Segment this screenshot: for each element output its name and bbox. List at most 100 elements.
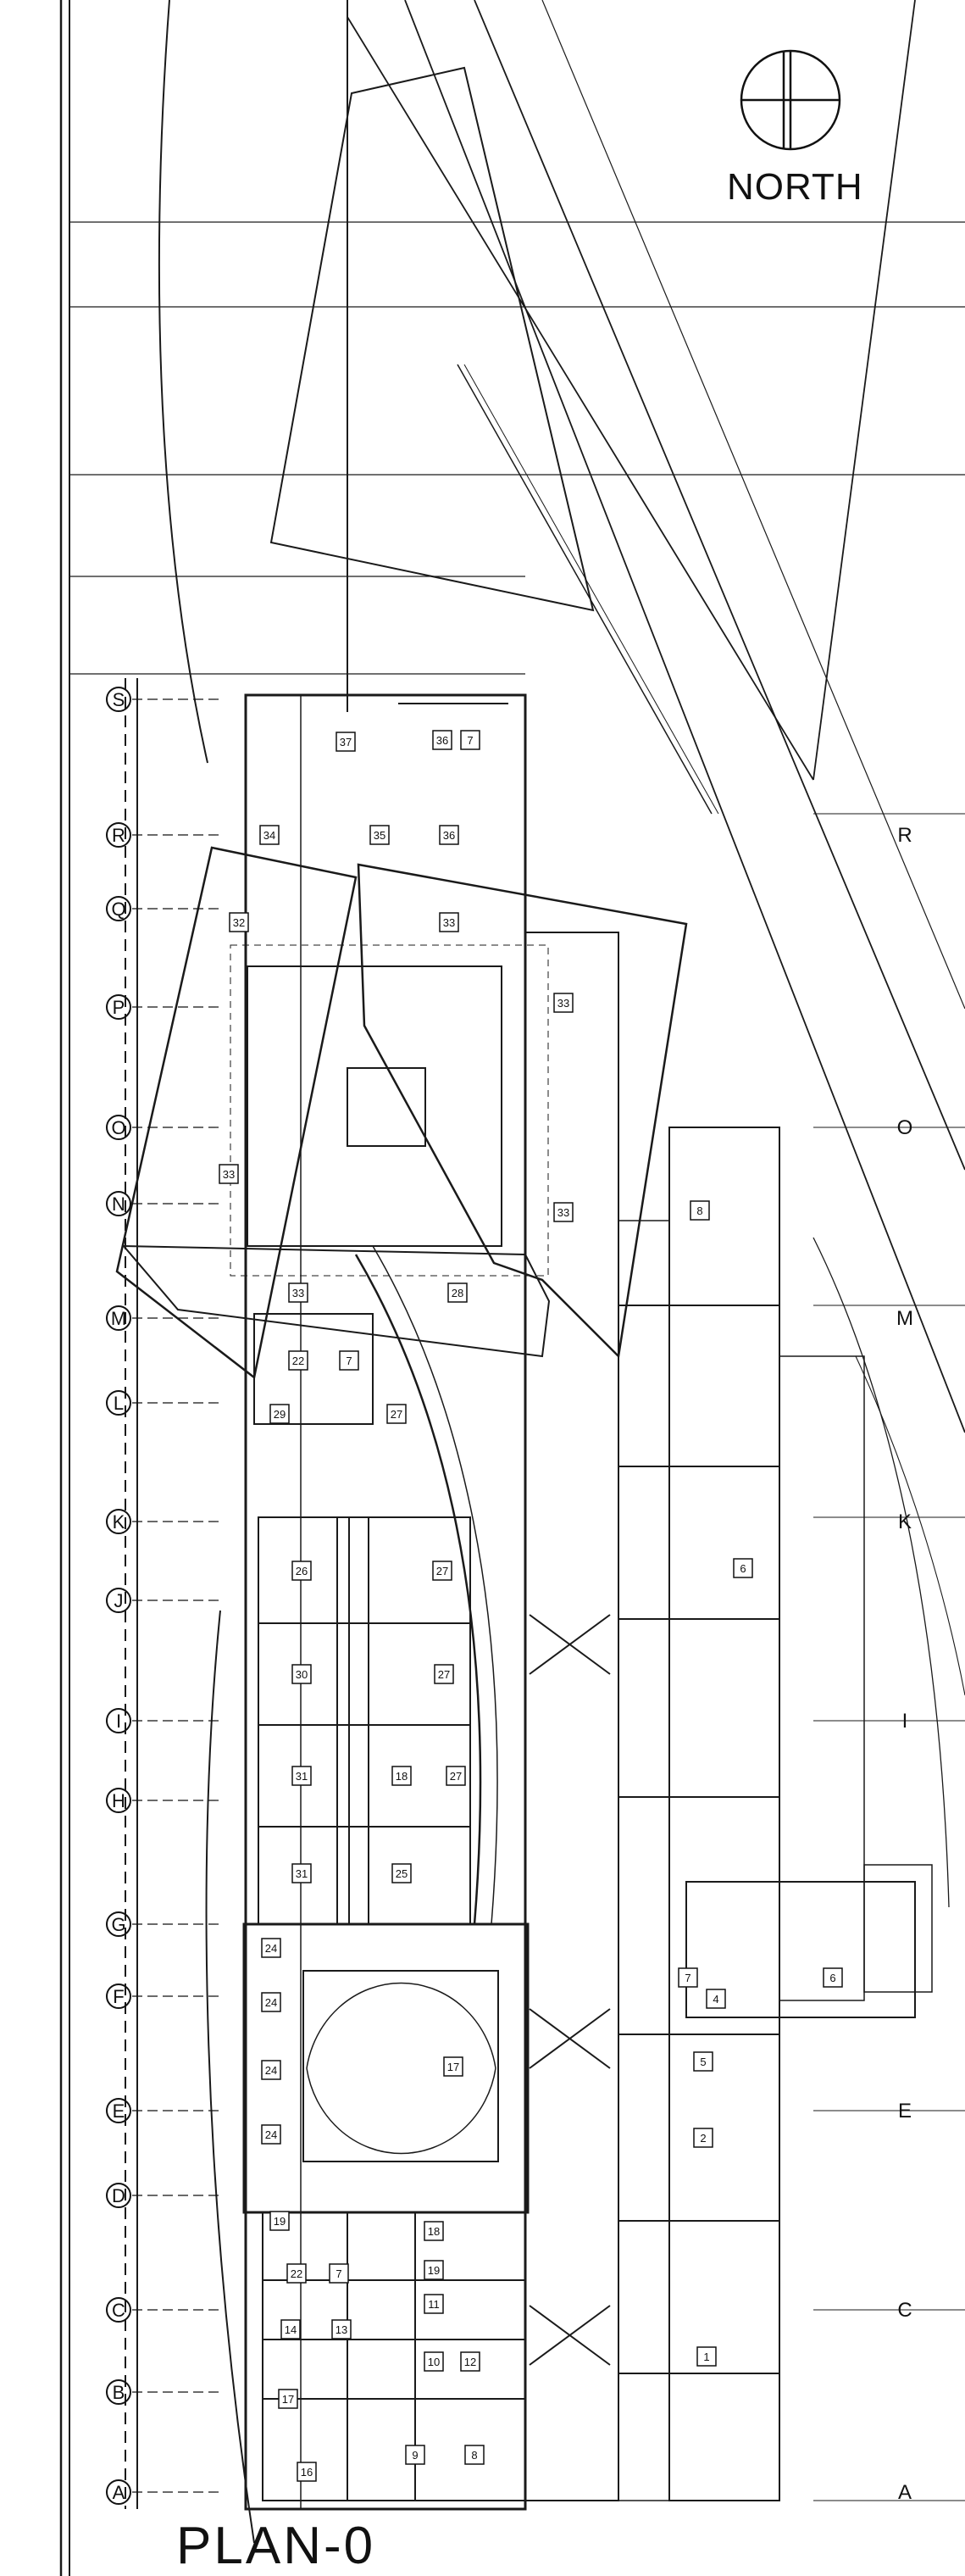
svg-text:30: 30	[296, 1668, 308, 1681]
room-tag: 6	[823, 1967, 843, 1988]
svg-text:33: 33	[223, 1168, 235, 1181]
svg-text:18: 18	[396, 1770, 408, 1783]
svg-text:A: A	[113, 2482, 125, 2503]
north-label: NORTH	[727, 166, 863, 208]
grid-marker-right: E	[898, 2100, 912, 2123]
grid-marker-left: D	[106, 2183, 220, 2208]
svg-text:4: 4	[713, 1993, 718, 2006]
svg-text:22: 22	[291, 2267, 302, 2280]
svg-text:27: 27	[436, 1565, 448, 1577]
svg-text:B: B	[113, 2382, 125, 2403]
svg-text:33: 33	[557, 997, 569, 1010]
svg-text:17: 17	[282, 2393, 294, 2406]
room-tag: 24	[261, 1938, 281, 1958]
svg-text:33: 33	[443, 916, 455, 929]
svg-text:25: 25	[396, 1867, 408, 1880]
room-tag: 36	[432, 730, 452, 750]
room-tag: 26	[291, 1561, 312, 1581]
svg-text:33: 33	[292, 1287, 304, 1299]
room-tag: 32	[229, 912, 249, 932]
room-tag: 27	[446, 1766, 466, 1786]
room-tag: 22	[286, 2263, 307, 2284]
room-tag: 18	[391, 1766, 412, 1786]
grid-marker-left: C	[106, 2297, 220, 2323]
room-tag: 14	[280, 2319, 301, 2340]
svg-text:27: 27	[438, 1668, 450, 1681]
svg-text:C: C	[112, 2300, 125, 2321]
svg-text:24: 24	[265, 1996, 277, 2009]
grid-marker-right: M	[896, 1307, 913, 1330]
grid-marker-right: R	[897, 824, 912, 847]
svg-text:32: 32	[233, 916, 245, 929]
svg-text:36: 36	[436, 734, 448, 747]
north-compass	[740, 49, 841, 151]
grid-marker-right: C	[897, 2299, 912, 2322]
grid-marker-right: A	[898, 2481, 912, 2504]
room-tag: 27	[432, 1561, 452, 1581]
room-tag: 8	[464, 2445, 485, 2465]
room-tag: 24	[261, 1992, 281, 2012]
room-tag: 29	[269, 1404, 290, 1424]
room-tag: 27	[386, 1404, 407, 1424]
svg-text:35: 35	[374, 829, 385, 842]
svg-text:27: 27	[450, 1770, 462, 1783]
svg-text:K: K	[113, 1511, 125, 1533]
svg-text:J: J	[114, 1590, 124, 1611]
grid-marker-left: K	[106, 1509, 220, 1534]
svg-text:36: 36	[443, 829, 455, 842]
room-tag: 8	[690, 1200, 710, 1221]
grid-marker-right: I	[902, 1710, 908, 1733]
room-tag: 19	[424, 2260, 444, 2280]
svg-text:33: 33	[557, 1206, 569, 1219]
svg-text:Q: Q	[111, 899, 125, 920]
svg-text:27: 27	[391, 1408, 402, 1421]
svg-text:E: E	[113, 2100, 125, 2122]
svg-text:I: I	[116, 1711, 121, 1732]
room-tag: 33	[553, 993, 574, 1013]
svg-text:R: R	[112, 825, 125, 846]
svg-text:24: 24	[265, 2128, 277, 2141]
room-tag: 17	[443, 2056, 463, 2077]
svg-text:7: 7	[346, 1355, 352, 1367]
svg-text:31: 31	[296, 1867, 308, 1880]
grid-marker-left: J	[106, 1588, 220, 1613]
svg-text:5: 5	[700, 2056, 706, 2068]
room-tag: 7	[678, 1967, 698, 1988]
svg-text:16: 16	[301, 2466, 313, 2479]
grid-marker-left: I	[106, 1708, 220, 1733]
room-tag: 10	[424, 2351, 444, 2372]
room-tag: 33	[439, 912, 459, 932]
svg-text:N: N	[112, 1193, 125, 1215]
room-tag: 27	[434, 1664, 454, 1684]
svg-text:18: 18	[428, 2225, 440, 2238]
svg-text:H: H	[112, 1790, 125, 1811]
room-tag: 28	[447, 1282, 468, 1303]
room-tag: 36	[439, 825, 459, 845]
room-tag: 7	[460, 730, 480, 750]
grid-marker-left: E	[106, 2098, 220, 2123]
room-tag: 7	[339, 1350, 359, 1371]
room-tag: 4	[706, 1989, 726, 2009]
svg-text:D: D	[112, 2185, 125, 2206]
grid-marker-right: O	[897, 1116, 913, 1139]
svg-text:1: 1	[703, 2351, 709, 2363]
grid-marker-left: Q	[106, 896, 220, 921]
svg-text:10: 10	[428, 2356, 440, 2368]
svg-text:6: 6	[740, 1562, 746, 1575]
room-tag: 7	[329, 2263, 349, 2284]
svg-text:24: 24	[265, 1942, 277, 1955]
svg-text:11: 11	[428, 2298, 440, 2311]
svg-text:7: 7	[467, 734, 473, 747]
room-tag: 24	[261, 2060, 281, 2080]
svg-text:6: 6	[829, 1972, 835, 1984]
room-tag: 33	[288, 1282, 308, 1303]
svg-text:31: 31	[296, 1770, 308, 1783]
room-tag: 16	[297, 2462, 317, 2482]
svg-text:13: 13	[336, 2323, 347, 2336]
room-tag: 35	[369, 825, 390, 845]
room-tag: 31	[291, 1863, 312, 1883]
room-tag: 22	[288, 1350, 308, 1371]
